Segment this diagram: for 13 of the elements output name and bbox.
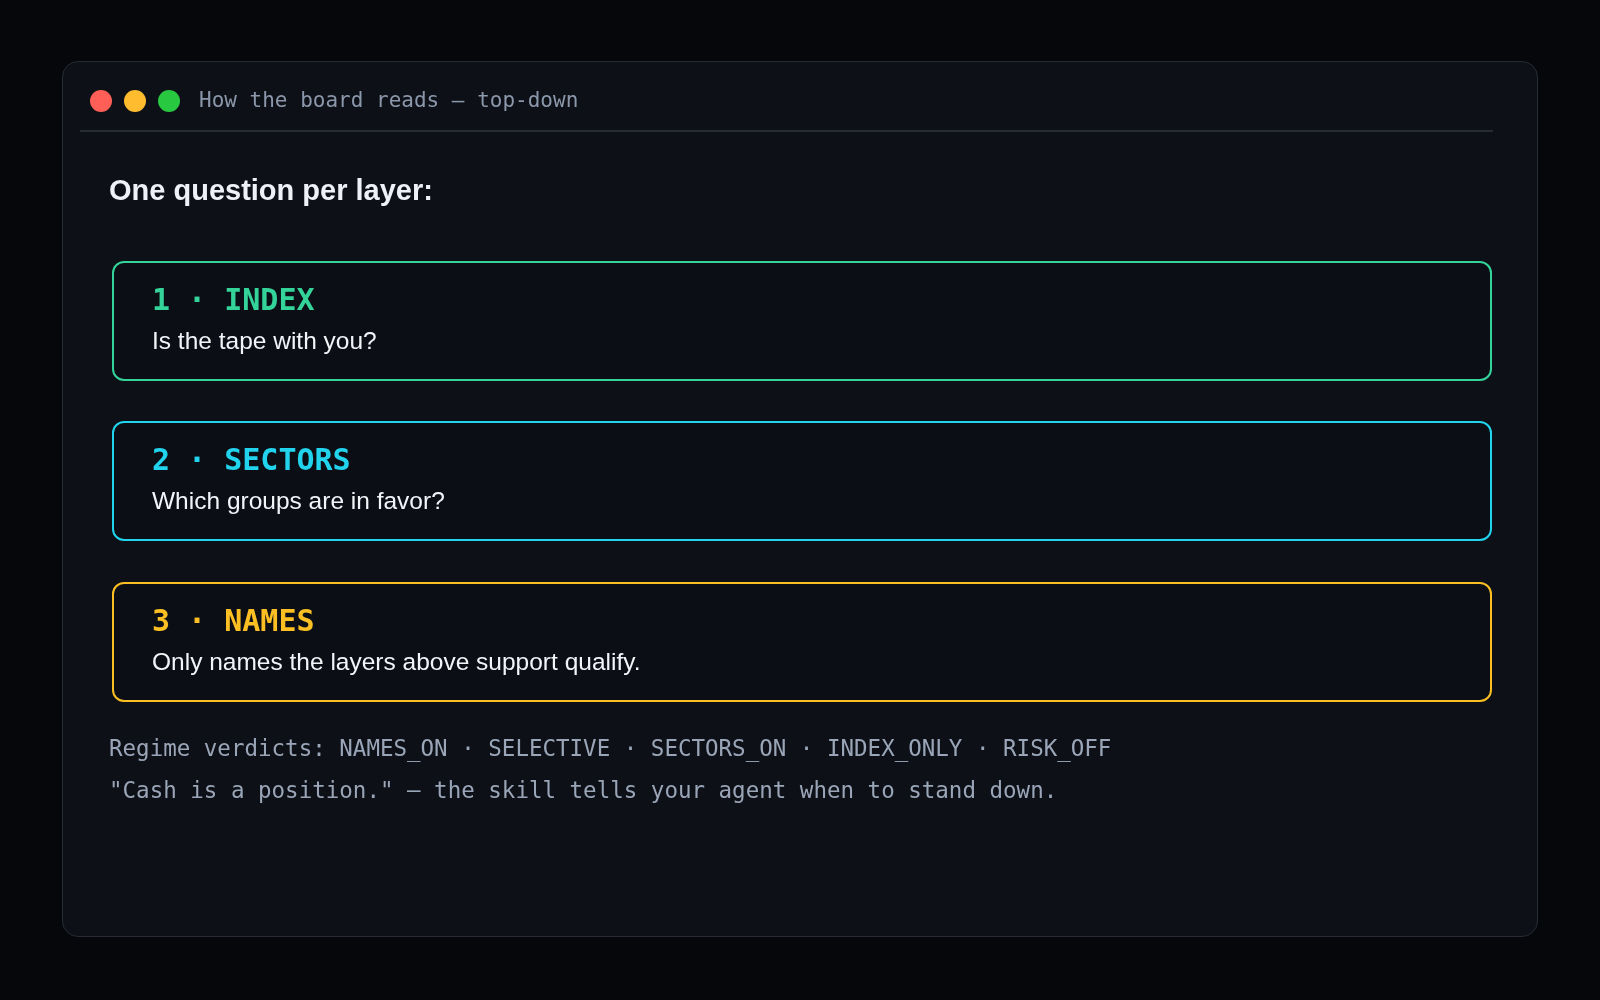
layer-question: Only names the layers above support qualify. [152, 647, 641, 677]
layer-title: 1 · INDEX [152, 281, 315, 319]
note-text: "Cash is a position." — the skill tells your agent when to stand down. [109, 777, 1058, 803]
layer-card [112, 582, 1492, 702]
layer-title: 3 · NAMES [152, 602, 315, 640]
note-text: Regime verdicts: NAMES_ON · SELECTIVE · SECTORS_ON · INDEX_ONLY · RISK_OFF [109, 735, 1112, 761]
layer-card [112, 261, 1492, 381]
layer-card [112, 421, 1492, 541]
layer-question: Which groups are in favor? [152, 486, 445, 516]
layer-title: 2 · SECTORS [152, 441, 351, 479]
window-title: How the board reads — top-down [199, 87, 579, 114]
layer-question: Is the tape with you? [152, 326, 377, 356]
section-heading: One question per layer: [109, 174, 433, 207]
